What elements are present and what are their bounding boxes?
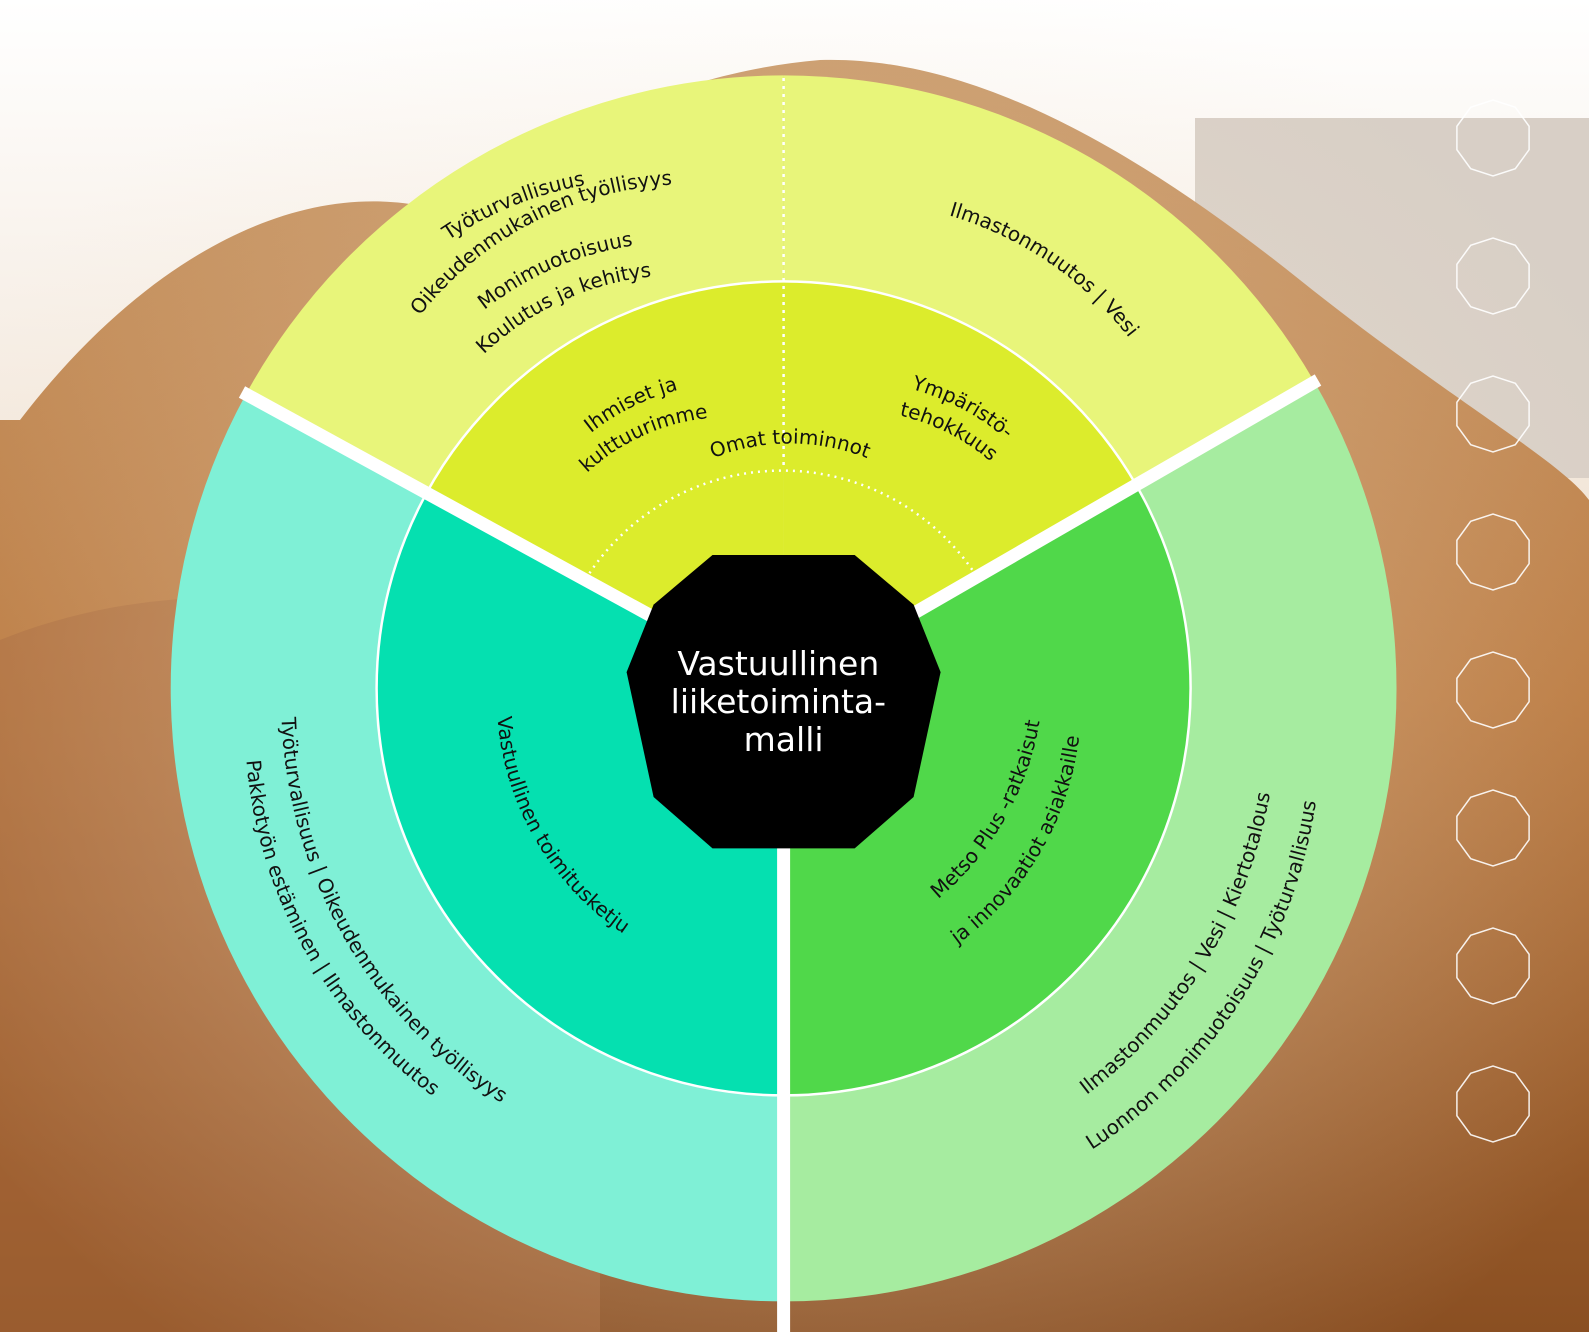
center-decagon (626, 555, 941, 849)
decagon-outline-icon (1456, 1065, 1530, 1143)
decagon-outline-icon (1456, 375, 1530, 453)
decagon-outline-icon (1456, 651, 1530, 729)
decagon-outline-icon (1456, 513, 1530, 591)
decagon-outline-icon (1456, 99, 1530, 177)
center-title: Vastuullinen liiketoiminta- malli (671, 644, 897, 759)
decagon-outline-icon (1456, 927, 1530, 1005)
decagon-outline-icon (1456, 237, 1530, 315)
side-decoration-column (1456, 99, 1530, 1143)
decagon-outline-icon (1456, 789, 1530, 867)
